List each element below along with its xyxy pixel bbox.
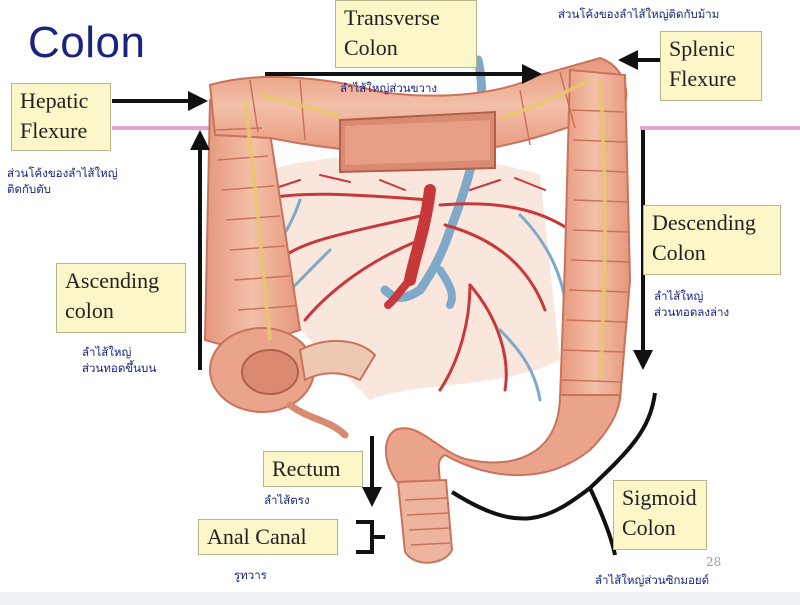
anal-thai-caption: รูทวาร xyxy=(234,568,267,582)
descending-label-line-1: Descending xyxy=(652,210,756,235)
anal-canal-label-text: Anal Canal xyxy=(207,524,307,549)
hepatic-thai-caption: ส่วนโค้งของลำไส้ใหญ่ ติดกับตับ xyxy=(7,165,118,197)
rectum-label: Rectum xyxy=(263,451,363,487)
hepatic-label-line-1: Hepatic xyxy=(20,88,89,113)
descending-colon-label: Descending Colon xyxy=(643,205,781,275)
rectum-label-text: Rectum xyxy=(272,456,341,481)
sigmoid-bracket xyxy=(450,392,657,556)
hepatic-flexure-label: Hepatic Flexure xyxy=(11,83,111,151)
ascending-label-line-2: colon xyxy=(65,298,114,323)
bottom-border xyxy=(0,592,800,605)
splenic-label-line-2: Flexure xyxy=(669,66,737,91)
ascending-thai-line-1: ลำไส้ใหญ่ xyxy=(82,345,132,359)
pointer-arrows xyxy=(112,50,660,556)
transverse-colon-label: Transverse Colon xyxy=(335,0,477,68)
sigmoid-label-line-1: Sigmoid xyxy=(622,485,697,510)
splenic-flexure-label: Splenic Flexure xyxy=(660,31,762,101)
transverse-thai-caption: ลำไส้ใหญ่ส่วนขวาง xyxy=(340,81,438,95)
sigmoid-colon-label: Sigmoid Colon xyxy=(613,480,707,550)
descending-thai-caption: ลำไส้ใหญ่ ส่วนทอดลงล่าง xyxy=(654,288,729,320)
transverse-label-line-1: Transverse xyxy=(344,5,440,30)
descending-thai-line-1: ลำไส้ใหญ่ xyxy=(654,289,704,303)
hepatic-thai-line-2: ติดกับตับ xyxy=(7,182,51,196)
sigmoid-thai-caption: ลำไส้ใหญ่ส่วนซิกมอยด์ xyxy=(595,573,710,587)
ascending-thai-caption: ลำไส้ใหญ่ ส่วนทอดขึ้นบน xyxy=(82,344,156,376)
descending-thai-line-2: ส่วนทอดลงล่าง xyxy=(654,305,730,319)
ascending-colon-label: Ascending colon xyxy=(56,263,186,333)
page-number: 28 xyxy=(706,555,722,569)
rectum-thai-caption: ลำไส้ตรง xyxy=(264,493,310,507)
anal-canal-label: Anal Canal xyxy=(198,519,338,555)
colon-body xyxy=(203,56,632,564)
hepatic-label-line-2: Flexure xyxy=(20,118,88,143)
ascending-thai-line-2: ส่วนทอดขึ้นบน xyxy=(82,361,157,375)
descending-label-line-2: Colon xyxy=(652,240,706,265)
ascending-label-line-1: Ascending xyxy=(65,268,160,293)
splenic-label-line-1: Splenic xyxy=(669,36,735,61)
transverse-label-line-2: Colon xyxy=(344,35,398,60)
splenic-thai-caption: ส่วนโค้งของลำไส้ใหญ่ติดกับม้าม xyxy=(558,7,720,21)
anal-canal-bracket xyxy=(356,520,385,554)
hepatic-thai-line-1: ส่วนโค้งของลำไส้ใหญ่ xyxy=(7,166,118,180)
sigmoid-label-line-2: Colon xyxy=(622,515,676,540)
page-title: Colon xyxy=(28,18,146,67)
